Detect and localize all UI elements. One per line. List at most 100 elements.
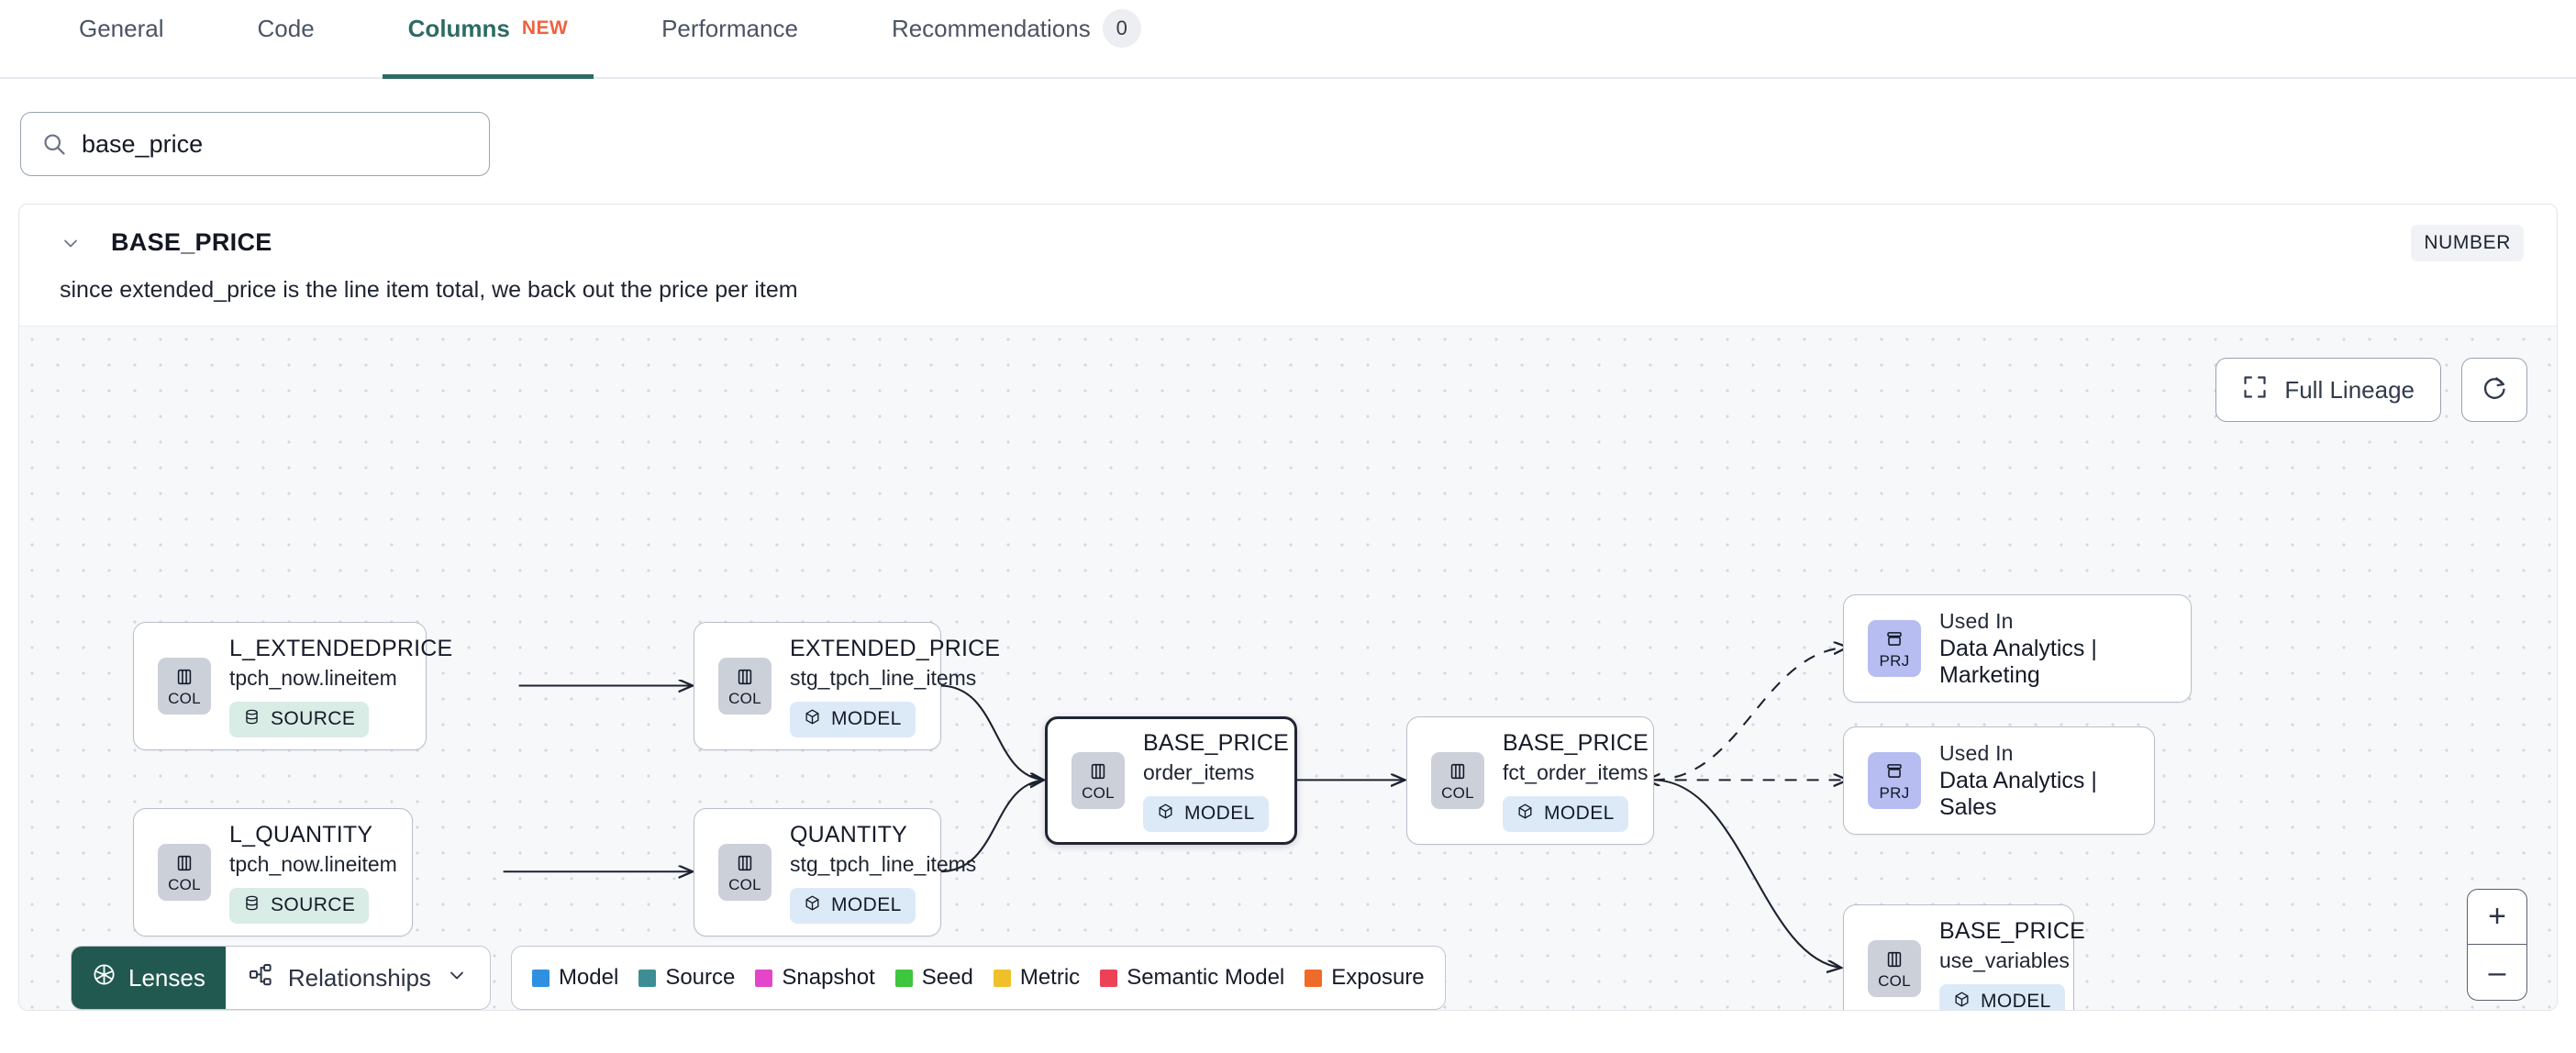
tab-columns[interactable]: Columns NEW bbox=[382, 0, 594, 79]
column-type-icon: COL bbox=[158, 658, 211, 715]
node-body: Used In Data Analytics | Marketing bbox=[1939, 609, 2167, 689]
lineage-node-l-extendedprice[interactable]: COL L_EXTENDEDPRICE tpch_now.lineitem SO… bbox=[133, 622, 452, 750]
canvas-bottom-toolbar: Lenses Relationships bbox=[71, 946, 1446, 1010]
node-title: L_QUANTITY bbox=[229, 821, 373, 848]
legend-swatch bbox=[755, 969, 773, 987]
tab-label: Recommendations bbox=[891, 14, 1091, 42]
zoom-out-button[interactable]: – bbox=[2488, 954, 2506, 990]
node-type-label: COL bbox=[1441, 783, 1474, 802]
lineage-node-l-quantity[interactable]: COL L_QUANTITY tpch_now.lineitem SOURCE bbox=[133, 808, 413, 937]
node-body: Used In Data Analytics | Sales bbox=[1939, 741, 2130, 821]
archive-icon bbox=[1884, 627, 1904, 651]
lenses-button[interactable]: Lenses bbox=[72, 947, 226, 1009]
node-kind-pill: SOURCE bbox=[229, 701, 370, 737]
lineage-node-base-price-use-variables[interactable]: COL BASE_PRICE use_variables MODEL bbox=[1843, 904, 2085, 1011]
legend-item-metric: Metric bbox=[993, 965, 1080, 991]
new-badge: NEW bbox=[521, 17, 569, 39]
canvas-top-controls: Full Lineage bbox=[2215, 358, 2527, 422]
chevron-down-icon[interactable] bbox=[60, 232, 82, 254]
node-body: L_EXTENDEDPRICE tpch_now.lineitem SOURCE bbox=[229, 636, 452, 737]
node-type-label: COL bbox=[728, 689, 761, 707]
lens-group: Lenses Relationships bbox=[71, 946, 491, 1010]
column-icon bbox=[735, 665, 755, 689]
column-icon bbox=[174, 851, 194, 875]
lineage-node-project-marketing[interactable]: PRJ Used In Data Analytics | Marketing bbox=[1843, 594, 2192, 703]
node-title: EXTENDED_PRICE bbox=[790, 635, 1001, 661]
column-icon bbox=[1088, 759, 1108, 783]
chevron-down-icon bbox=[446, 964, 468, 992]
legend-label: Seed bbox=[921, 965, 973, 990]
tab-bar: General Code Columns NEW Performance Rec… bbox=[0, 0, 2576, 79]
node-type-label: COL bbox=[728, 875, 761, 893]
tab-label: Performance bbox=[661, 14, 798, 42]
lineage-canvas[interactable]: Full Lineage COL bbox=[19, 326, 2557, 1011]
lineage-node-extended-price[interactable]: COL EXTENDED_PRICE stg_tpch_line_items M… bbox=[694, 622, 1000, 750]
tab-recommendations[interactable]: Recommendations 0 bbox=[866, 0, 1167, 77]
column-type-icon: COL bbox=[1071, 752, 1125, 809]
legend-swatch bbox=[638, 969, 657, 987]
lineage-node-base-price-fct-order-items[interactable]: COL BASE_PRICE fct_order_items MODEL bbox=[1406, 716, 1654, 845]
refresh-button[interactable] bbox=[2461, 358, 2527, 422]
node-subtitle: fct_order_items bbox=[1503, 759, 1649, 784]
relationships-icon bbox=[248, 962, 273, 994]
legend-item-model: Model bbox=[531, 965, 619, 991]
page-title: BASE_PRICE bbox=[111, 228, 272, 256]
column-type-icon: COL bbox=[718, 844, 772, 901]
node-title: BASE_PRICE bbox=[1939, 917, 2086, 944]
node-subtitle: Data Analytics | Marketing bbox=[1939, 635, 2097, 688]
node-kind-label: SOURCE bbox=[271, 708, 356, 729]
column-icon bbox=[174, 665, 194, 689]
lenses-label: Lenses bbox=[128, 963, 205, 992]
project-type-icon: PRJ bbox=[1868, 752, 1921, 809]
legend-label: Model bbox=[558, 965, 619, 990]
column-type-icon: COL bbox=[1868, 940, 1921, 997]
node-body: QUANTITY stg_tpch_line_items MODEL bbox=[790, 822, 976, 924]
full-lineage-button[interactable]: Full Lineage bbox=[2215, 358, 2441, 422]
column-description: since extended_price is the line item to… bbox=[60, 277, 798, 303]
relationships-label: Relationships bbox=[287, 963, 431, 992]
node-kind-label: MODEL bbox=[831, 708, 902, 729]
zoom-controls: + – bbox=[2467, 889, 2527, 1001]
lineage-node-quantity[interactable]: COL QUANTITY stg_tpch_line_items MODEL bbox=[694, 808, 976, 937]
lineage-node-project-sales[interactable]: PRJ Used In Data Analytics | Sales bbox=[1843, 726, 2155, 835]
column-header: BASE_PRICE NUMBER bbox=[19, 205, 2557, 261]
archive-icon bbox=[1884, 759, 1904, 783]
search-box[interactable] bbox=[20, 112, 490, 176]
node-kind-pill: MODEL bbox=[790, 887, 916, 924]
lineage-node-base-price-order-items[interactable]: COL BASE_PRICE order_items MODEL bbox=[1045, 716, 1297, 845]
legend-swatch bbox=[993, 969, 1011, 987]
tab-label: General bbox=[79, 14, 164, 42]
column-icon bbox=[735, 851, 755, 875]
cube-icon bbox=[1953, 991, 1971, 1011]
node-kind-label: MODEL bbox=[1544, 803, 1615, 824]
node-kind-label: MODEL bbox=[1184, 803, 1255, 824]
tab-label: Code bbox=[257, 14, 315, 42]
node-subtitle: tpch_now.lineitem bbox=[229, 851, 397, 876]
expand-icon bbox=[2242, 374, 2268, 406]
refresh-icon bbox=[2481, 374, 2508, 406]
search-icon bbox=[41, 131, 67, 157]
node-kind-pill: MODEL bbox=[790, 701, 916, 737]
tab-code[interactable]: Code bbox=[232, 0, 340, 77]
node-subtitle: tpch_now.lineitem bbox=[229, 665, 397, 690]
legend-swatch bbox=[894, 969, 913, 987]
node-subtitle: order_items bbox=[1143, 759, 1255, 784]
node-kind-pill: SOURCE bbox=[229, 887, 370, 924]
column-type-icon: COL bbox=[718, 658, 772, 715]
tab-general[interactable]: General bbox=[53, 0, 190, 77]
zoom-in-button[interactable]: + bbox=[2468, 890, 2526, 945]
node-title: BASE_PRICE bbox=[1503, 729, 1649, 756]
search-input[interactable] bbox=[82, 129, 469, 159]
legend-label: Snapshot bbox=[782, 965, 875, 990]
legend-item-seed: Seed bbox=[894, 965, 973, 991]
relationships-dropdown[interactable]: Relationships bbox=[226, 947, 490, 1009]
column-icon bbox=[1448, 759, 1468, 783]
legend-swatch bbox=[1100, 969, 1118, 987]
node-title: BASE_PRICE bbox=[1143, 729, 1290, 756]
node-body: BASE_PRICE fct_order_items MODEL bbox=[1503, 730, 1649, 832]
node-type-label: PRJ bbox=[1879, 783, 1910, 802]
node-kind-pill: MODEL bbox=[1939, 983, 2065, 1011]
tab-performance[interactable]: Performance bbox=[636, 0, 824, 77]
node-kind-pill: MODEL bbox=[1143, 795, 1269, 832]
legend-item-semantic-model: Semantic Model bbox=[1100, 965, 1284, 991]
